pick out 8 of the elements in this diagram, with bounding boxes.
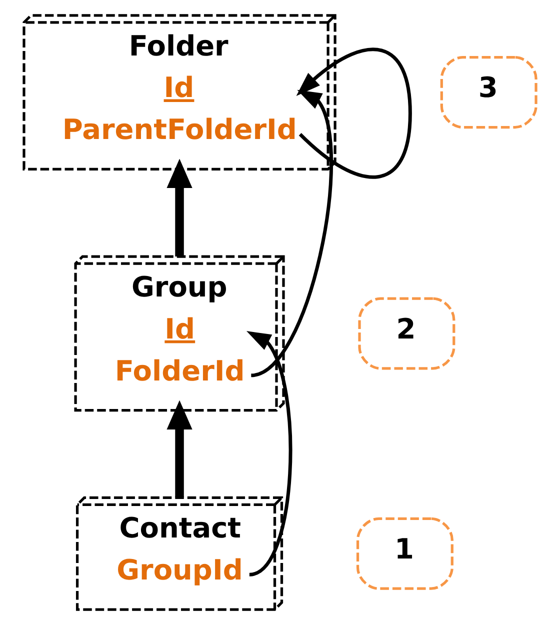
arrow bbox=[296, 48, 412, 179]
arrow bbox=[166, 158, 192, 257]
arrow bbox=[250, 90, 333, 378]
node-box: 2 bbox=[358, 297, 456, 370]
node-box: 1 bbox=[356, 517, 454, 590]
arrow bbox=[246, 331, 292, 576]
arrow bbox=[166, 400, 192, 498]
node-box: 3 bbox=[440, 56, 538, 129]
